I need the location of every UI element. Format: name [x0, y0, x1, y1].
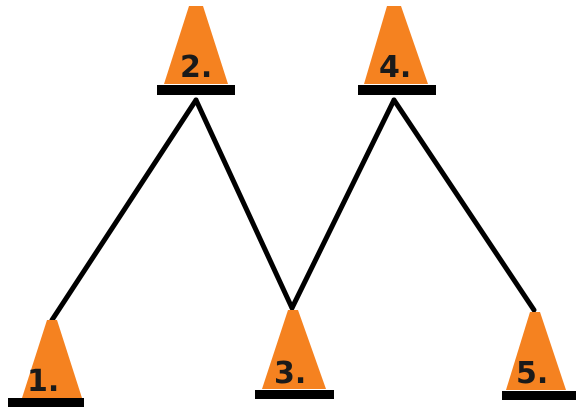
cone-4-base [358, 85, 436, 95]
connector-3-4 [289, 97, 397, 311]
cone-3-body [262, 310, 326, 389]
connector-4-5 [391, 97, 537, 313]
cone-2-base [157, 85, 235, 95]
cone-2: 2. [157, 6, 235, 95]
cone-1-base [8, 398, 84, 407]
cone-1-body [22, 320, 82, 398]
cone-5-label: 5. [516, 356, 548, 391]
cone-4-label: 4. [379, 50, 411, 85]
cone-5-body [506, 312, 566, 390]
cone-5: 5. [502, 312, 576, 400]
cone-2-label: 2. [180, 50, 212, 85]
cone-3: 3. [255, 310, 334, 399]
cone-1: 1. [8, 320, 84, 407]
connector-2-3 [193, 97, 295, 311]
connector-lines [49, 97, 537, 323]
cone-2-body [164, 6, 228, 84]
connector-1-2 [49, 97, 199, 323]
cone-4-body [364, 6, 428, 84]
cone-3-label: 3. [274, 356, 306, 391]
cone-3-base [255, 390, 334, 399]
cone-5-base [502, 391, 576, 400]
cone-1-label: 1. [27, 364, 59, 399]
cone-4: 4. [358, 6, 436, 95]
